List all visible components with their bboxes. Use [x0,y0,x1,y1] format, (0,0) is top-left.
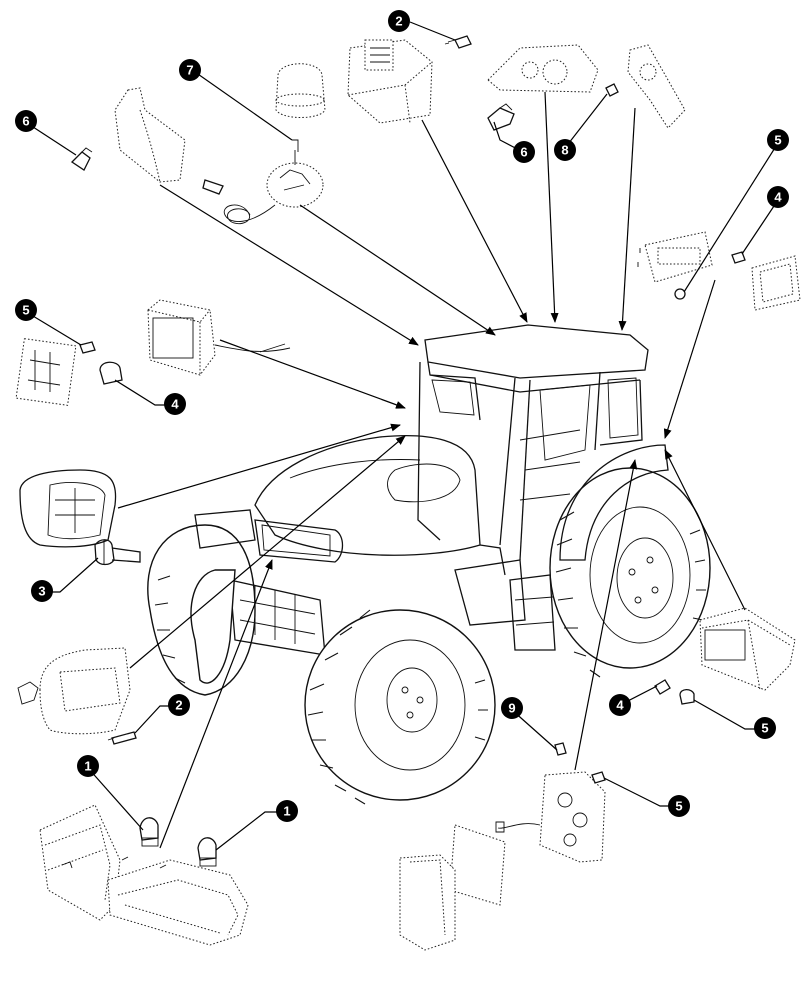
bulb-5-right-top [674,288,686,300]
callout-2-top: 2 [388,10,410,32]
callout-5-bottom: 5 [668,795,690,817]
reflector-left [15,338,77,406]
bulb-headlamp-2 [197,837,217,867]
tail-lamp-bottom-right [495,771,606,863]
bulb-h3 [94,539,141,566]
svg-text:6: 6 [22,114,29,129]
callout-4-left: 4 [164,393,186,415]
svg-text:2: 2 [175,698,182,713]
callout-5-left: 5 [15,299,37,321]
svg-text:4: 4 [774,190,782,205]
svg-text:4: 4 [616,698,624,713]
callout-6-left: 6 [15,110,37,132]
svg-text:5: 5 [22,303,29,318]
marker-lamp-right [637,231,713,283]
svg-text:7: 7 [186,63,193,78]
callout-9: 9 [501,697,523,719]
svg-text:5: 5 [675,799,682,814]
svg-text:2: 2 [395,14,402,29]
callout-7: 7 [179,59,201,81]
callout-2-left: 2 [168,694,190,716]
lens-bottom-right [449,824,506,906]
front-wheel-right [304,609,496,805]
bulb-wedge-top [444,35,472,49]
front-wheel-left [190,569,236,684]
svg-text:1: 1 [84,759,91,774]
bulb-4-right-low [654,679,671,695]
tail-lamp-top-right [487,44,599,93]
front-headlamp-assembly [39,804,249,946]
callout-5-right-low: 5 [754,717,776,739]
reflector-right [751,255,801,311]
callout-8: 8 [554,139,576,161]
parts [15,35,801,951]
svg-text:5: 5 [774,133,781,148]
work-light-left [147,299,291,376]
bulb-4-right-top [731,251,746,264]
work-light-housing-top [347,39,433,124]
bulb-5-left [79,341,96,354]
work-lamp-right [699,607,796,691]
svg-text:4: 4 [171,397,179,412]
callout-4-right-low: 4 [609,694,631,716]
housing-bottom [399,854,456,951]
side-lamp-upper-left [114,87,186,183]
svg-text:1: 1 [283,804,290,819]
pointer-arrows [117,91,746,849]
callout-5-right-top: 5 [767,129,789,151]
svg-text:6: 6 [520,145,527,160]
work-lamp-oval-left [19,469,117,548]
callout-3: 3 [31,580,53,602]
bulb-headlamp-1 [139,817,159,847]
bulb-4-left [99,361,123,385]
bulb-small-lower [107,731,137,745]
svg-text:9: 9 [508,701,515,716]
callout-1-mid: 1 [276,800,298,822]
bulb-6-mid [487,103,515,131]
bulb-9 [554,742,567,756]
bulb-6-left [70,147,93,171]
bulb-5-bottom [591,771,606,784]
svg-text:8: 8 [561,143,568,158]
headlamp-lower-left [17,647,131,735]
tractor-drawing [147,324,711,805]
svg-text:3: 3 [38,584,45,599]
callout-1-left: 1 [77,755,99,777]
callout-badges: 2 7 6 6 8 5 4 5 4 3 2 1 1 9 4 5 5 [15,10,789,822]
tail-lamp-corner-right [627,44,686,129]
bulb-8 [605,83,619,97]
bulb-5-right-low [679,688,695,705]
callout-6-mid: 6 [513,141,535,163]
svg-text:5: 5 [761,721,768,736]
rotating-beacon [202,63,326,225]
callout-4-right-top: 4 [767,186,789,208]
